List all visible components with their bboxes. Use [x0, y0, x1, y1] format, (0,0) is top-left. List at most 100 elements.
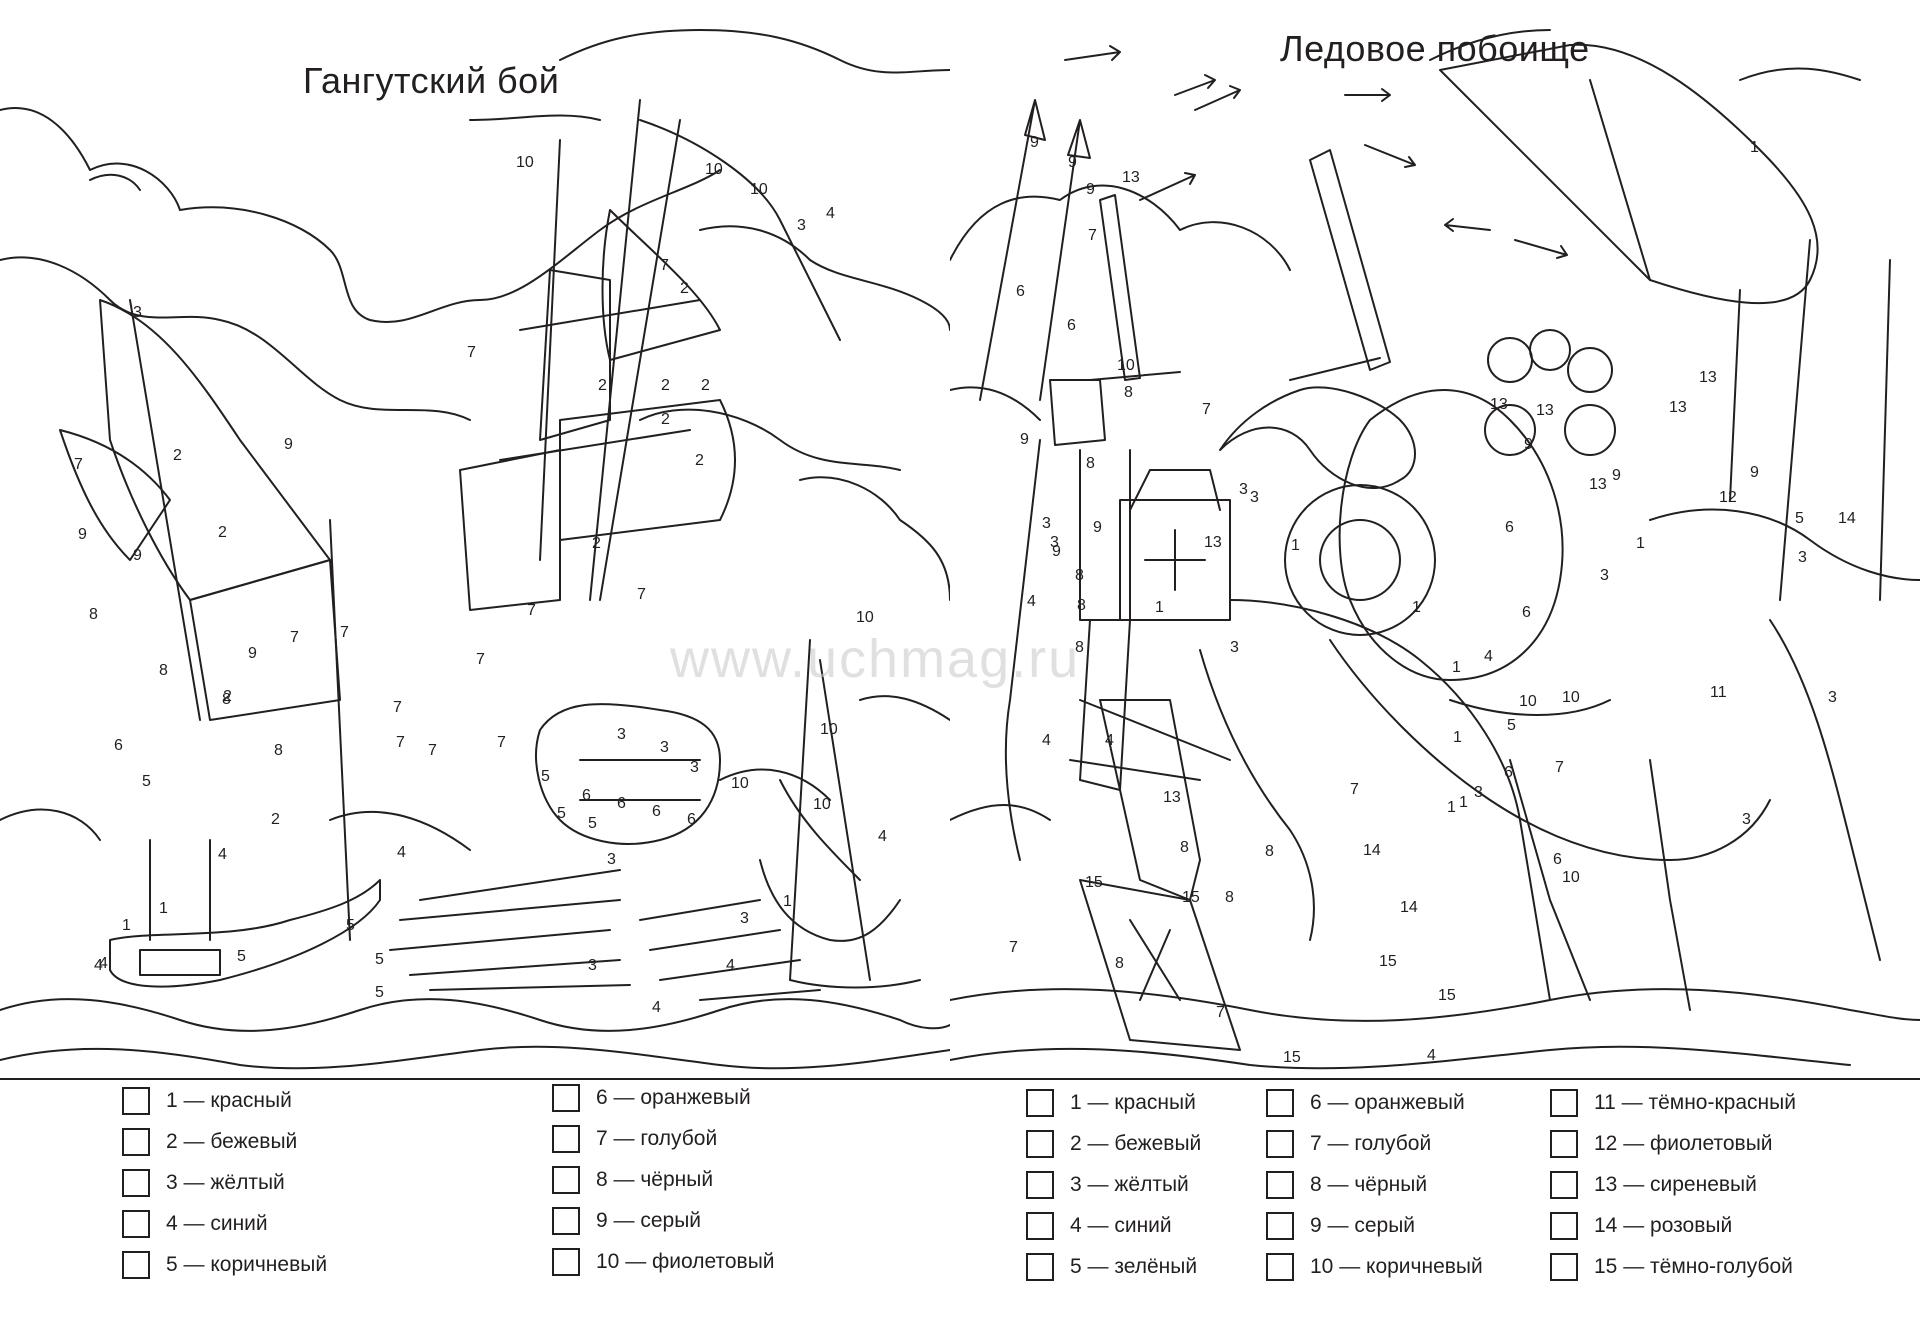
color-checkbox[interactable] [122, 1127, 150, 1156]
legend-label: 2 — бежевый [166, 1129, 298, 1153]
region-number: 7 [660, 257, 669, 274]
region-number: 6 [687, 811, 696, 828]
legend-item[interactable]: 12 — фиолетовый [1550, 1123, 1796, 1164]
region-number: 15 [1085, 874, 1103, 891]
left-scene-number-labels: 10 10 10 4 3 3 7 7 2 2 2 2 2 2 2 9 7 2 2… [0, 0, 950, 1075]
region-number: 13 [1163, 789, 1181, 806]
legend-item[interactable]: 10 — коричневый [1266, 1246, 1483, 1287]
color-checkbox[interactable] [552, 1247, 580, 1276]
region-number: 3 [1239, 481, 1248, 498]
region-number: 1 [159, 900, 168, 917]
color-checkbox[interactable] [552, 1206, 580, 1235]
color-checkbox[interactable] [1550, 1252, 1578, 1281]
region-number: 13 [1589, 476, 1607, 493]
ice-battle-line-art [950, 29, 1920, 1070]
color-checkbox[interactable] [552, 1124, 580, 1153]
region-number: 9 [284, 436, 293, 453]
legend-item[interactable]: 5 — коричневый [122, 1244, 327, 1285]
legend-item[interactable]: 2 — бежевый [1026, 1123, 1201, 1164]
region-number: 15 [1438, 987, 1456, 1004]
legend-item[interactable]: 11 — тёмно-красный [1550, 1082, 1796, 1123]
region-number: 13 [1669, 399, 1687, 416]
legend-item[interactable]: 2 — бежевый [122, 1121, 327, 1162]
region-number: 3 [1250, 489, 1259, 506]
region-number: 3 [1042, 515, 1051, 532]
region-number: 4 [1042, 732, 1051, 749]
region-number: 6 [617, 795, 626, 812]
region-number: 7 [527, 602, 536, 619]
color-checkbox[interactable] [1266, 1211, 1294, 1240]
legend-item[interactable]: 6 — оранжевый [1266, 1082, 1483, 1123]
color-checkbox[interactable] [1550, 1129, 1578, 1158]
color-checkbox[interactable] [1026, 1252, 1054, 1281]
color-checkbox[interactable] [122, 1209, 150, 1238]
region-number: 9 [1052, 543, 1061, 560]
region-number: 9 [78, 526, 87, 543]
region-number: 7 [1088, 227, 1097, 244]
legend-item[interactable]: 3 — жёлтый [122, 1162, 327, 1203]
color-checkbox[interactable] [122, 1168, 150, 1197]
color-checkbox[interactable] [552, 1083, 580, 1112]
region-number: 2 [661, 411, 670, 428]
region-number: 3 [690, 759, 699, 776]
color-checkbox[interactable] [1266, 1252, 1294, 1281]
legend-item[interactable]: 8 — чёрный [552, 1159, 775, 1200]
legend-label: 6 — оранжевый [1310, 1090, 1465, 1114]
region-number: 1 [783, 893, 792, 910]
region-number: 14 [1838, 510, 1856, 527]
color-checkbox[interactable] [1026, 1129, 1054, 1158]
legend-item[interactable]: 7 — голубой [1266, 1123, 1483, 1164]
region-number: 10 [1562, 869, 1580, 886]
region-number: 4 [1027, 593, 1036, 610]
color-checkbox[interactable] [1550, 1170, 1578, 1199]
region-number: 1 [1459, 794, 1468, 811]
color-checkbox[interactable] [1026, 1088, 1054, 1117]
legend-label: 10 — фиолетовый [596, 1249, 775, 1273]
region-number: 1 [1452, 659, 1461, 676]
legend-item[interactable]: 9 — серый [552, 1200, 775, 1241]
right-legend-column-2: 6 — оранжевый 7 — голубой 8 — чёрный 9 —… [1266, 1082, 1483, 1287]
region-number: 10 [705, 161, 723, 178]
legend-label: 1 — красный [166, 1088, 292, 1112]
region-number: 5 [375, 984, 384, 1001]
legend-item[interactable]: 1 — красный [122, 1080, 327, 1121]
region-number: 13 [1122, 169, 1140, 186]
region-number: 8 [1225, 889, 1234, 906]
region-number: 4 [878, 828, 887, 845]
color-checkbox[interactable] [1026, 1170, 1054, 1199]
region-number: 7 [1009, 939, 1018, 956]
legend-item[interactable]: 10 — фиолетовый [552, 1241, 775, 1282]
region-number: 3 [1230, 639, 1239, 656]
color-checkbox[interactable] [552, 1165, 580, 1194]
legend-item[interactable]: 6 — оранжевый [552, 1077, 775, 1118]
color-checkbox[interactable] [1026, 1211, 1054, 1240]
color-checkbox[interactable] [122, 1086, 150, 1115]
legend-item[interactable]: 14 — розовый [1550, 1205, 1796, 1246]
region-number: 7 [467, 344, 476, 361]
region-number: 2 [680, 280, 689, 297]
legend-item[interactable]: 13 — сиреневый [1550, 1164, 1796, 1205]
legend-item[interactable]: 7 — голубой [552, 1118, 775, 1159]
color-checkbox[interactable] [1266, 1129, 1294, 1158]
legend-item[interactable]: 8 — чёрный [1266, 1164, 1483, 1205]
legend-item[interactable]: 4 — синий [122, 1203, 327, 1244]
color-checkbox[interactable] [1550, 1088, 1578, 1117]
legend-item[interactable]: 15 — тёмно-голубой [1550, 1246, 1796, 1287]
region-number: 8 [159, 662, 168, 679]
region-number: 6 [652, 803, 661, 820]
legend-item[interactable]: 3 — жёлтый [1026, 1164, 1201, 1205]
region-number: 5 [142, 773, 151, 790]
left-legend-column-2: 6 — оранжевый 7 — голубой 8 — чёрный 9 —… [552, 1077, 775, 1282]
legend-item[interactable]: 9 — серый [1266, 1205, 1483, 1246]
color-checkbox[interactable] [1550, 1211, 1578, 1240]
color-checkbox[interactable] [1266, 1088, 1294, 1117]
region-number: 8 [1077, 597, 1086, 614]
legend-item[interactable]: 4 — синий [1026, 1205, 1201, 1246]
color-checkbox[interactable] [1266, 1170, 1294, 1199]
legend-item[interactable]: 1 — красный [1026, 1082, 1201, 1123]
legend-label: 9 — серый [596, 1208, 702, 1232]
region-number: 9 [1093, 519, 1102, 536]
color-checkbox[interactable] [122, 1250, 150, 1279]
legend-item[interactable]: 5 — зелёный [1026, 1246, 1201, 1287]
